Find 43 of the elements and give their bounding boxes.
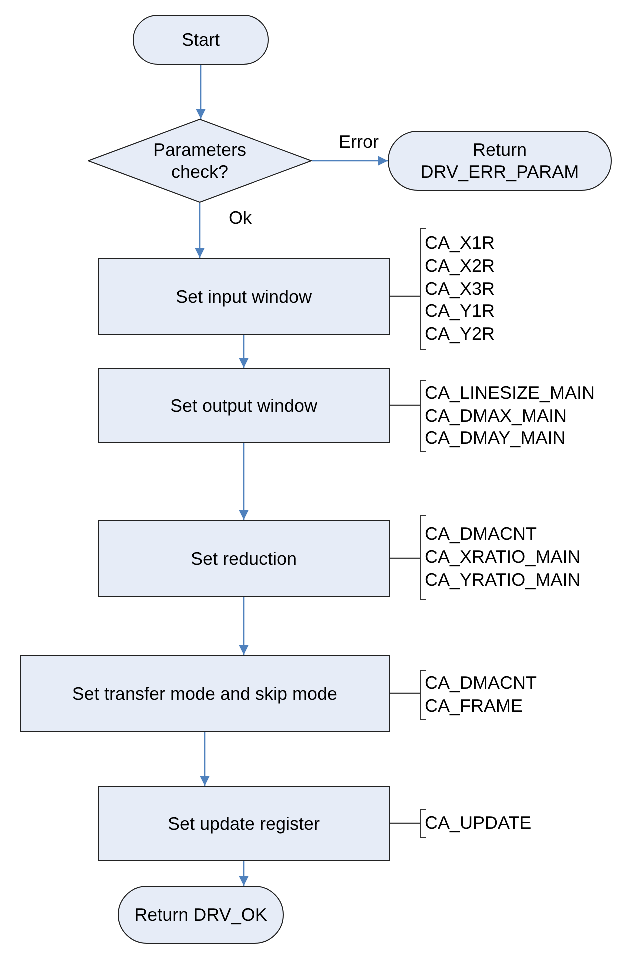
- process-box: [20, 655, 390, 732]
- process-box: [98, 786, 390, 861]
- register-name: CA_XRATIO_MAIN: [425, 546, 581, 569]
- arrow: [195, 203, 205, 258]
- terminal-shape: [133, 15, 269, 65]
- arrow: [239, 335, 249, 368]
- register-name: CA_X3R: [425, 278, 496, 300]
- register-name: CA_DMAX_MAIN: [425, 404, 568, 428]
- leader-line: [390, 558, 420, 560]
- register-name: CA_YRATIO_MAIN: [425, 568, 581, 592]
- register-name: CA_DMACNT: [425, 672, 538, 695]
- register-name: CA_UPDATE: [425, 812, 532, 835]
- node-label: Set output window: [170, 394, 318, 416]
- node-label: Return DRV_OK: [134, 904, 268, 926]
- arrow: [312, 156, 388, 166]
- arrow: [239, 861, 249, 886]
- leader-line: [390, 404, 420, 406]
- register-name: CA_LINESIZE_MAIN: [425, 382, 596, 405]
- arrow: [200, 732, 210, 786]
- node-label: Start: [182, 29, 220, 51]
- process-box: [98, 258, 390, 335]
- arrow: [196, 65, 206, 119]
- register-name: CA_DMAY_MAIN: [425, 427, 566, 450]
- register-name: CA_X1R: [425, 232, 496, 255]
- node-label: Set reduction: [190, 548, 298, 570]
- leader-line: [390, 822, 420, 824]
- arrow: [239, 443, 249, 520]
- node-label: Set update register: [168, 812, 320, 834]
- register-name: CA_Y1R: [425, 300, 496, 324]
- node-label: Return DRV_ERR_PARAM: [420, 139, 580, 183]
- arrow: [239, 597, 249, 655]
- node-label: Set transfer mode and skip mode: [72, 682, 338, 704]
- register-name: CA_Y2R: [425, 323, 496, 346]
- process-box: [98, 520, 390, 597]
- process-box: [98, 368, 390, 443]
- node-label: Set input window: [176, 286, 312, 308]
- register-name: CA_DMACNT: [425, 523, 538, 546]
- decision-diamond: [88, 119, 312, 203]
- leader-line: [390, 692, 420, 694]
- node-label: Parameters check?: [152, 139, 248, 183]
- leader-line: [390, 296, 420, 298]
- register-name: CA_FRAME: [425, 695, 524, 718]
- register-name: CA_X2R: [425, 254, 496, 278]
